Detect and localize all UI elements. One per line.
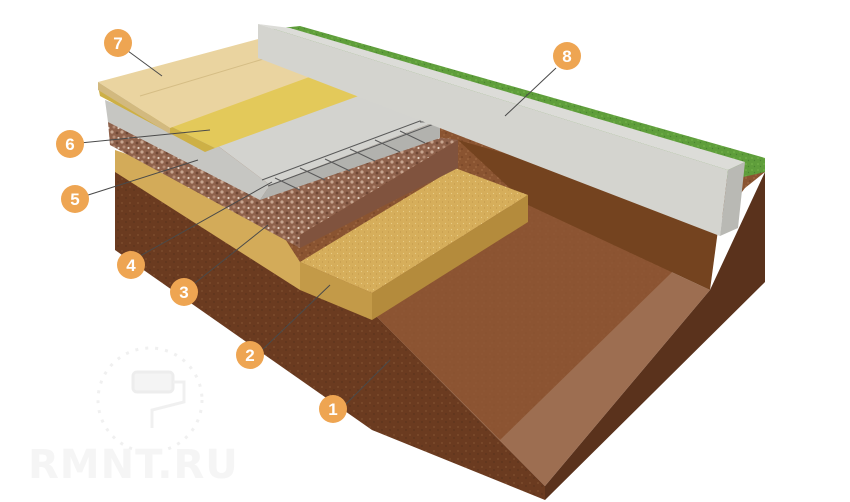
leader-8	[504, 67, 557, 117]
trench-floor	[372, 205, 710, 486]
marker-6-circle	[56, 130, 84, 158]
sand-top	[300, 168, 528, 293]
curb-face	[258, 24, 728, 236]
concrete-top	[210, 88, 440, 185]
marker-5-label: 5	[70, 190, 79, 209]
curb-end	[720, 162, 745, 236]
leader-2	[259, 284, 331, 353]
concrete-side	[260, 120, 440, 200]
gravel-layer	[108, 122, 458, 248]
marker-5-circle	[61, 185, 89, 213]
leader-1	[344, 359, 391, 406]
soil-front-face	[115, 170, 545, 500]
marker-1-circle	[319, 395, 347, 423]
trench-back-wall	[458, 140, 720, 290]
soil-side-face	[545, 172, 765, 500]
marker-3-circle	[170, 278, 198, 306]
concrete-slab	[105, 88, 443, 200]
marker-2-label: 2	[245, 346, 254, 365]
marker-8-circle	[553, 42, 581, 70]
watermark-text: RMNT.RU	[28, 442, 239, 488]
gravel-front	[108, 122, 300, 248]
leader-3	[194, 224, 269, 284]
sand-front-strip	[115, 150, 300, 290]
marker-8: 8	[553, 42, 581, 70]
insulation-top	[170, 68, 375, 148]
leader-5	[84, 159, 199, 197]
leader-6	[79, 129, 211, 144]
marker-4-circle	[117, 251, 145, 279]
marker-4-label: 4	[126, 256, 136, 275]
marker-2: 2	[236, 341, 264, 369]
sand-front	[300, 262, 372, 320]
marker-2-circle	[236, 341, 264, 369]
watermark: RMNT.RU	[28, 346, 239, 488]
gravel-side	[300, 140, 458, 248]
marker-1-label: 1	[328, 400, 337, 419]
marker-3: 3	[170, 278, 198, 306]
marker-1: 1	[319, 395, 347, 423]
concrete-front	[105, 100, 270, 200]
marker-7-label: 7	[113, 34, 122, 53]
sand-side	[372, 195, 528, 320]
sand-layer	[115, 150, 528, 320]
marker-4: 4	[117, 251, 145, 279]
reinforcement-mesh	[261, 117, 443, 191]
leader-7	[127, 50, 163, 77]
marker-8-label: 8	[562, 47, 571, 66]
leader-lines	[79, 50, 557, 406]
curb-and-grass	[258, 24, 765, 236]
marker-7-circle	[104, 29, 132, 57]
paint-roller-icon	[96, 346, 204, 454]
curb-top	[258, 24, 745, 170]
gravel-top	[260, 130, 458, 235]
marker-6-label: 6	[65, 135, 74, 154]
marker-3-label: 3	[179, 283, 188, 302]
finish-edge	[98, 82, 170, 134]
marker-7: 7	[104, 29, 132, 57]
marker-5: 5	[61, 185, 89, 213]
leader-4	[139, 181, 273, 257]
marker-6: 6	[56, 130, 84, 158]
